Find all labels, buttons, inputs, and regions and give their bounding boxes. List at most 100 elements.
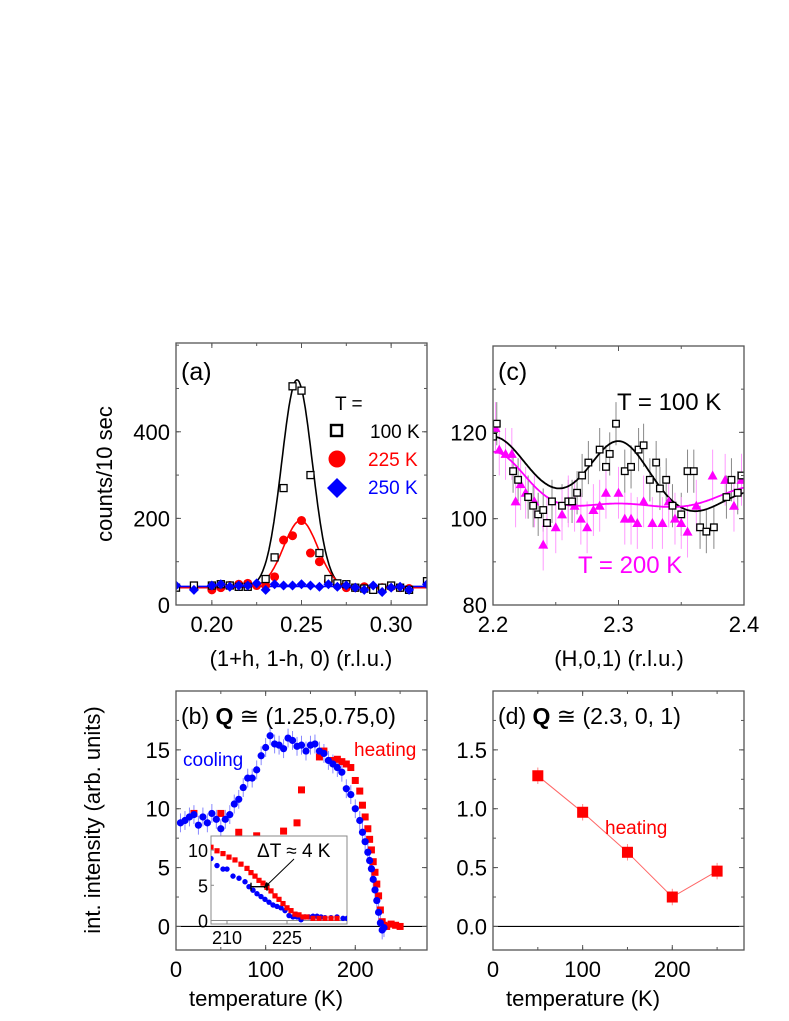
panel-c-label: (c) bbox=[498, 358, 527, 386]
data-point bbox=[506, 448, 517, 458]
data-point bbox=[676, 517, 687, 527]
data-point bbox=[252, 873, 258, 879]
panel-b-ylabel: int. intensity (arb. units) bbox=[80, 706, 105, 933]
data-point bbox=[727, 475, 736, 484]
data-point bbox=[248, 870, 254, 876]
data-point bbox=[226, 811, 234, 819]
data-point bbox=[367, 865, 376, 873]
data-point bbox=[272, 893, 278, 899]
data-point bbox=[211, 855, 214, 862]
legend-label-100k: 100 K bbox=[370, 422, 420, 443]
data-point bbox=[266, 732, 274, 740]
data-point bbox=[244, 865, 250, 871]
data-point bbox=[261, 574, 270, 584]
legend-open-square-icon bbox=[329, 423, 344, 438]
data-point bbox=[254, 891, 260, 897]
data-point bbox=[645, 475, 654, 484]
data-point bbox=[333, 763, 341, 772]
annotation-cooling: cooling bbox=[183, 750, 243, 771]
data-point bbox=[333, 755, 341, 763]
data-point bbox=[707, 470, 718, 480]
data-point bbox=[284, 905, 290, 911]
inset-x-tick-label: 225 bbox=[272, 928, 302, 948]
data-point bbox=[619, 513, 630, 523]
data-point bbox=[702, 527, 711, 536]
data-point bbox=[543, 519, 551, 527]
data-point bbox=[366, 835, 374, 843]
data-point bbox=[602, 462, 610, 471]
data-point bbox=[568, 497, 577, 506]
data-point bbox=[315, 753, 323, 761]
data-point bbox=[328, 915, 334, 921]
data-point bbox=[351, 776, 359, 784]
x-tick-label: 100 bbox=[247, 957, 284, 982]
data-point bbox=[652, 458, 661, 467]
data-point bbox=[666, 891, 678, 903]
data-point bbox=[270, 553, 279, 562]
data-point bbox=[211, 844, 214, 850]
data-point bbox=[500, 448, 511, 458]
data-point bbox=[338, 768, 346, 776]
data-point bbox=[386, 582, 397, 593]
data-point bbox=[677, 510, 686, 519]
data-point bbox=[647, 517, 658, 527]
data-point bbox=[279, 535, 289, 545]
data-point bbox=[728, 500, 739, 510]
data-point bbox=[288, 531, 298, 541]
y-tick-label: 400 bbox=[133, 420, 170, 445]
data-point bbox=[314, 557, 324, 567]
legend-filled-circle-icon bbox=[328, 450, 346, 468]
data-point bbox=[358, 801, 366, 809]
y-tick-label: 1.0 bbox=[456, 797, 487, 822]
data-point bbox=[214, 848, 220, 854]
data-point bbox=[626, 513, 637, 523]
x-tick-label: 2.3 bbox=[603, 612, 634, 637]
y-tick-label: 200 bbox=[133, 506, 170, 531]
x-tick-label: 2.2 bbox=[478, 612, 509, 637]
data-point bbox=[620, 467, 629, 476]
data-point bbox=[233, 580, 244, 591]
panel-d-label: (d) bbox=[498, 703, 533, 729]
data-point bbox=[621, 846, 633, 858]
data-point bbox=[395, 581, 406, 592]
data-point bbox=[351, 805, 359, 813]
panel-d-title: (d) Q ≅ (2.3, 0, 1) bbox=[498, 703, 681, 729]
data-point bbox=[258, 893, 264, 900]
data-point bbox=[208, 809, 216, 818]
legend-filled-diamond-icon bbox=[327, 478, 347, 498]
x-tick-label: 200 bbox=[654, 957, 691, 982]
data-point bbox=[371, 886, 379, 894]
data-point bbox=[220, 866, 226, 872]
data-point bbox=[594, 500, 605, 510]
data-point bbox=[253, 766, 261, 774]
data-point bbox=[304, 914, 310, 920]
data-point bbox=[575, 513, 586, 523]
data-point bbox=[235, 795, 243, 803]
data-point bbox=[199, 813, 207, 821]
data-point bbox=[396, 922, 404, 930]
data-point bbox=[371, 868, 379, 876]
data-point bbox=[366, 856, 374, 865]
y-tick-label: 0 bbox=[158, 593, 170, 618]
y-tick-label: 5 bbox=[158, 856, 170, 881]
data-point bbox=[532, 770, 544, 782]
x-tick-label: 0 bbox=[487, 957, 499, 982]
data-point bbox=[316, 915, 322, 921]
data-point bbox=[364, 825, 372, 833]
data-point bbox=[369, 875, 377, 883]
data-point bbox=[302, 747, 310, 755]
fit-curve bbox=[493, 450, 744, 508]
annotation-t100: T = 100 K bbox=[617, 389, 721, 416]
annotation-heating-d: heating bbox=[605, 818, 667, 839]
data-point bbox=[297, 516, 306, 526]
data-point bbox=[332, 581, 343, 592]
data-point bbox=[612, 419, 620, 428]
data-point bbox=[344, 915, 347, 922]
data-point bbox=[342, 760, 350, 768]
data-point bbox=[296, 912, 302, 918]
